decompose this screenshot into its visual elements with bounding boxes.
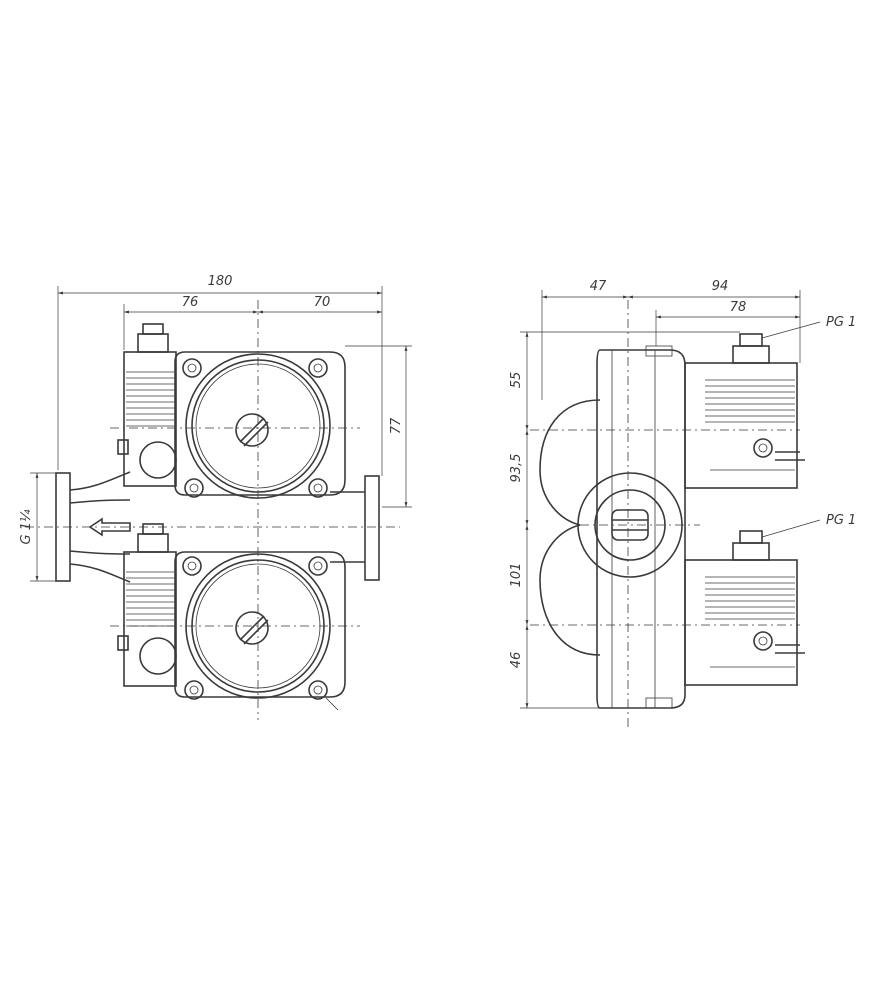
side-center-flange [577,472,683,578]
side-cooling-fins-upper [705,379,795,423]
cooling-fins-upper [126,371,174,427]
side-dimensions [520,290,801,709]
side-view: 47 94 78 55 93,5 101 46 PG 1 PG 1 [509,279,856,730]
dim-thread: G 1¼ [19,509,34,544]
side-cooling-fins-lower [705,576,795,620]
dim-side-v1: 55 [509,372,524,389]
dim-side-right: 94 [712,279,729,294]
cooling-fins-lower [126,571,174,627]
cable-gland-label-top: PG 1 [826,315,856,330]
dim-left-part: 76 [182,295,199,310]
front-dimensions [30,286,412,582]
side-lower-motor [684,530,805,686]
dim-height: 77 [389,417,404,434]
front-view: 180 76 70 77 G 1¼ [19,274,412,720]
dim-overall-width: 180 [208,274,233,289]
side-upper-motor [684,333,805,489]
dim-side-v3: 101 [509,563,524,588]
dim-side-box: 78 [730,300,747,315]
cable-gland-label-bottom: PG 1 [826,513,856,528]
dim-right-part: 70 [314,295,331,310]
dim-side-left: 47 [590,279,607,294]
dim-side-v4: 46 [509,652,524,669]
upper-terminal-box [117,323,177,487]
lower-terminal-box [117,523,177,687]
upper-pump-head [174,351,346,499]
inlet-flange [55,471,131,583]
dim-side-v2: 93,5 [509,454,524,483]
flow-arrow [88,517,131,537]
lower-pump-head [174,551,346,711]
outlet-flange [330,475,380,581]
